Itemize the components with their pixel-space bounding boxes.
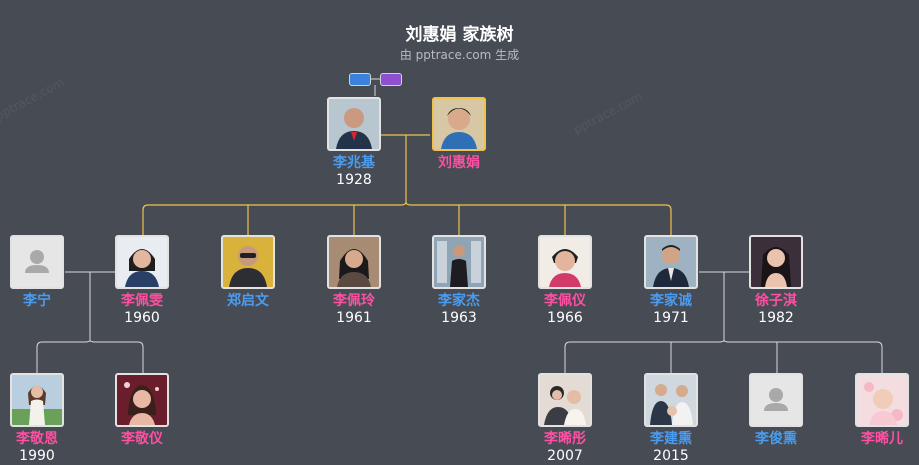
birth-year: 1982 <box>758 310 794 326</box>
page-title: 刘惠娟 家族树 <box>405 25 514 45</box>
children-bus-left <box>142 201 407 236</box>
male-badge[interactable] <box>349 73 371 86</box>
person-name: 李家诚 <box>650 293 692 309</box>
birth-year: 1966 <box>547 310 583 326</box>
grandchildren-bus-jiacheng-left <box>564 339 725 374</box>
grandchildren-bus-jiacheng-right <box>723 339 883 374</box>
avatar-placeholder-icon <box>749 373 803 427</box>
portrait-photo <box>115 373 169 427</box>
portrait-photo <box>644 235 698 289</box>
person-name: 徐子淇 <box>755 293 797 309</box>
portrait-photo <box>538 235 592 289</box>
page-subtitle: 由 pptrace.com 生成 <box>399 48 520 62</box>
portrait-photo <box>221 235 275 289</box>
person-name: 李佩雯 <box>121 293 163 309</box>
portrait-photo <box>10 373 64 427</box>
person-name: 李俊熏 <box>755 431 797 447</box>
birth-year: 1928 <box>336 172 372 188</box>
person-name: 李兆基 <box>333 155 375 171</box>
birth-year: 1960 <box>124 310 160 326</box>
person-name: 李宁 <box>23 293 51 309</box>
person-name: 郑启文 <box>227 293 269 309</box>
birth-year: 2007 <box>547 448 583 464</box>
avatar-placeholder-icon <box>10 235 64 289</box>
birth-year: 2015 <box>653 448 689 464</box>
birth-year: 1961 <box>336 310 372 326</box>
person-name: 李晞儿 <box>861 431 903 447</box>
birth-year: 1963 <box>441 310 477 326</box>
female-badge[interactable] <box>380 73 402 86</box>
portrait-photo <box>538 373 592 427</box>
person-name: 李佩仪 <box>544 293 586 309</box>
grandchildren-bus-ning-right <box>89 339 144 374</box>
portrait-photo <box>749 235 803 289</box>
children-bus-right <box>405 201 672 236</box>
person-name: 李晞彤 <box>544 431 586 447</box>
portrait-photo <box>432 97 486 151</box>
person-name: 李家杰 <box>438 293 480 309</box>
portrait-photo <box>855 373 909 427</box>
person-name: 李建熏 <box>650 431 692 447</box>
grandchildren-bus-ning <box>36 339 91 374</box>
person-name: 李敬恩 <box>16 431 58 447</box>
portrait-photo <box>432 235 486 289</box>
person-name: 李敬仪 <box>121 431 163 447</box>
portrait-photo <box>327 97 381 151</box>
portrait-photo <box>327 235 381 289</box>
birth-year: 1971 <box>653 310 689 326</box>
portrait-photo <box>644 373 698 427</box>
person-name: 刘惠娟 <box>438 155 480 171</box>
person-name: 李佩玲 <box>333 293 375 309</box>
birth-year: 1990 <box>19 448 55 464</box>
portrait-photo <box>115 235 169 289</box>
